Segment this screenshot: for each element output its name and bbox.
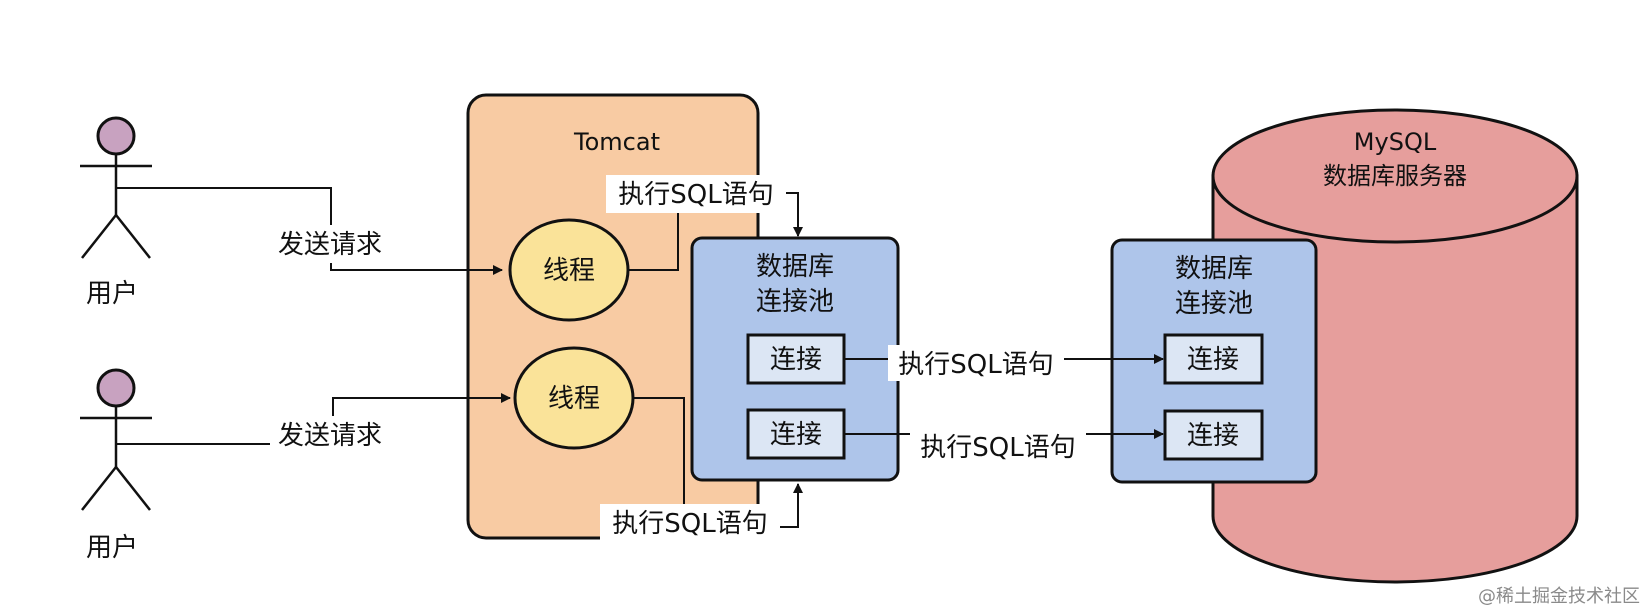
mysql-subtitle: 数据库服务器 (1323, 162, 1467, 190)
user-actor: 用户 (80, 368, 152, 563)
pool-subtitle: 连接池 (756, 287, 834, 317)
tomcat-title: Tomcat (573, 128, 660, 156)
mysql-title: MySQL (1354, 128, 1437, 156)
app-connection-pool: 数据库 连接池 连接 连接 (690, 236, 900, 482)
pool-title: 数据库 (756, 252, 834, 282)
thread-node: 线程 (513, 346, 635, 450)
label-bg (270, 416, 390, 454)
label-bg (270, 225, 390, 263)
thread-label: 线程 (548, 384, 600, 414)
user-label: 用户 (86, 279, 138, 309)
label-bg (888, 345, 1064, 381)
user-head (96, 116, 136, 156)
user-label: 用户 (86, 533, 138, 563)
label-bg (606, 175, 786, 213)
pool-subtitle: 连接池 (1175, 289, 1253, 319)
connection-label: 连接 (770, 345, 822, 375)
user-head (96, 368, 136, 408)
connection-box (746, 408, 846, 460)
request-label: 发送请求 (278, 230, 382, 260)
connection-label: 连接 (1187, 345, 1239, 375)
connection-box (1163, 333, 1264, 385)
thread-label: 线程 (543, 256, 595, 286)
sql-label-bottom: 执行SQL语句 (612, 509, 767, 539)
thread-node: 线程 (508, 218, 630, 322)
pool-title: 数据库 (1175, 254, 1253, 284)
label-bg (600, 504, 780, 542)
sql-label-top: 执行SQL语句 (618, 180, 773, 210)
sql-label-conn2: 执行SQL语句 (920, 433, 1075, 463)
db-connection-pool: 数据库 连接池 连接 连接 (1110, 238, 1318, 484)
connection-label: 连接 (770, 420, 822, 450)
sql-label-conn1: 执行SQL语句 (898, 350, 1053, 380)
request-label: 发送请求 (278, 421, 382, 451)
watermark: @稀土掘金技术社区 (1478, 586, 1640, 607)
label-bg (910, 428, 1086, 464)
user-actor: 用户 (80, 116, 152, 309)
connection-label: 连接 (1187, 421, 1239, 451)
connection-box (1163, 409, 1264, 461)
